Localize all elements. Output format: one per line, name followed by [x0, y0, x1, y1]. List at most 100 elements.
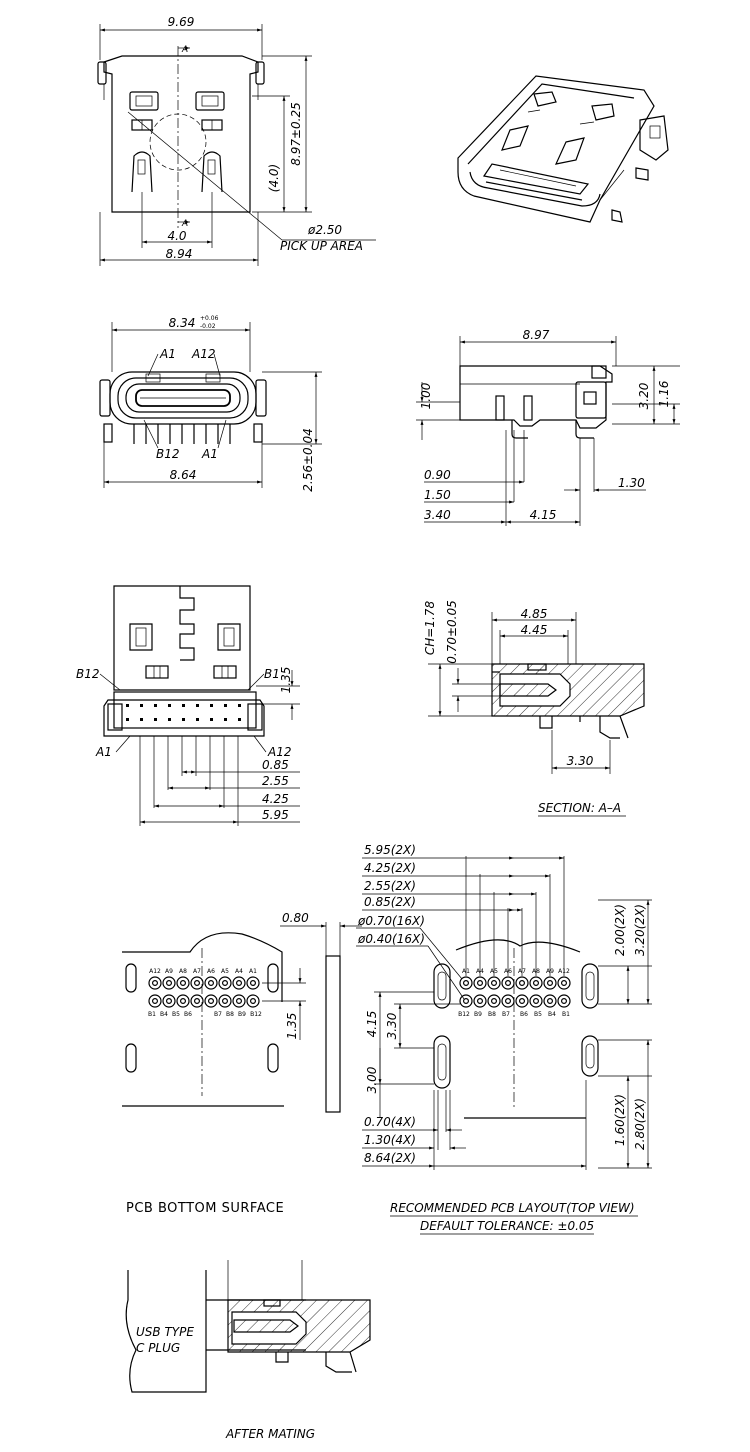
side-view: 8.97 1.00 3.20 1.16 0.90 1.50 3.40 — [416, 328, 680, 526]
pin-label: B5 — [172, 1011, 180, 1018]
layout-caption: RECOMMENDED PCB LAYOUT(TOP VIEW) — [390, 1201, 635, 1215]
pcb-bottom-bottom-row — [148, 994, 260, 1008]
front-pin-b12: B12 — [156, 447, 180, 461]
section-l2: 4.45 — [521, 623, 548, 637]
pin-label: B12 — [458, 1011, 470, 1018]
pcb-bottom-top-labels: A12 A9 A8 A7 A6 A5 A4 A1 — [149, 968, 257, 975]
pin-label: B7 — [214, 1011, 222, 1018]
pcb-layout-bottom-row — [459, 994, 571, 1008]
layout-b2: 1.30(4X) — [364, 1133, 416, 1147]
plug-label-1: USB TYPE — [136, 1325, 194, 1339]
top-view: 9.69 A A ø2.50 PICK UP AREA 8.97±0.25 — [97, 15, 376, 266]
layout-v3: 3.00 — [365, 1066, 379, 1093]
pin-label: B1 — [148, 1011, 156, 1018]
layout-d4: 0.85(2X) — [364, 895, 416, 909]
layout-r1: 2.00(2X) — [613, 904, 627, 956]
front-tol-plus: +0.06 — [200, 315, 219, 322]
pin-label: A5 — [221, 968, 229, 975]
pin-label: B1 — [562, 1011, 570, 1018]
front-tol-minus: -0.02 — [200, 323, 216, 330]
bottom-d3: 4.25 — [262, 792, 289, 806]
pcb-bottom-view: A12 A9 A8 A7 A6 A5 A4 A1 B1 B4 B5 B6 B7 … — [122, 911, 362, 1216]
pcb-thickness: 0.80 — [282, 911, 309, 925]
layout-v1: 4.15 — [365, 1011, 379, 1038]
pin-label: A12 — [149, 968, 161, 975]
length-dim: 8.97±0.25 — [289, 102, 303, 166]
bottom-pin-a12: A12 — [267, 745, 291, 759]
bottom-pin-a1: A1 — [95, 745, 112, 759]
pin-label: A8 — [179, 968, 187, 975]
front-width-dim: 8.34 — [169, 316, 196, 330]
pcb-layout-top-labels: A1 A4 A5 A6 A7 A8 A9 A12 — [462, 968, 570, 975]
layout-tolerance: DEFAULT TOLERANCE: ±0.05 — [420, 1219, 594, 1233]
side-d1: 0.90 — [424, 468, 451, 482]
section-mark-bottom: A — [181, 219, 188, 229]
bottom-h-dim: 1.35 — [279, 667, 293, 694]
bottom-d4: 5.95 — [262, 808, 289, 822]
pick-diameter: ø2.50 — [307, 223, 342, 237]
pin-label: A9 — [165, 968, 173, 975]
front-bottom-width: 8.64 — [170, 468, 197, 482]
mating-caption: AFTER MATING — [225, 1427, 315, 1441]
section-l1: 4.85 — [521, 607, 548, 621]
bottom-view: B12 B1 A1 A12 1.35 0.85 2.55 4.25 5.95 — [76, 585, 300, 826]
pin-label: B12 — [250, 1011, 262, 1018]
layout-r3: 1.60(2X) — [613, 1094, 627, 1146]
pcb-bottom-h: 1.35 — [285, 1013, 299, 1040]
pin-label: A4 — [235, 968, 243, 975]
bottom-width-dim: 8.94 — [166, 247, 193, 261]
section-view: 4.85 4.45 CH=1.78 0.70±0.05 3.30 SECTION… — [423, 600, 645, 817]
pin-label: B6 — [184, 1011, 192, 1018]
pcb-bottom-bottom-labels: B1 B4 B5 B6 B7 B8 B9 B12 — [148, 1011, 262, 1018]
pcb-layout-top-row — [459, 976, 571, 990]
layout-b1: 0.70(4X) — [364, 1115, 416, 1129]
pin-label: B6 — [520, 1011, 528, 1018]
pin-label: B9 — [474, 1011, 482, 1018]
inner-height-dim: (4.0) — [267, 164, 281, 192]
section-ch: CH=1.78 — [423, 601, 437, 656]
bottom-d2: 2.55 — [262, 774, 289, 788]
bottom-pin-row-top — [126, 704, 241, 707]
after-mating-view: USB TYPE C PLUG AFTER MATING — [125, 1260, 371, 1441]
front-view: 8.34 +0.06 -0.02 A1 A12 B12 A1 — [99, 315, 322, 492]
plug-label-2: C PLUG — [136, 1341, 180, 1355]
layout-r4: 2.80(2X) — [633, 1098, 647, 1150]
layout-d1: 5.95(2X) — [364, 843, 416, 857]
bottom-d1: 0.85 — [262, 758, 289, 772]
front-pins — [133, 424, 231, 444]
section-mark-top: A — [181, 45, 188, 55]
side-d3: 3.40 — [424, 508, 451, 522]
side-d2: 1.50 — [424, 488, 451, 502]
layout-hole2: ø0.40(16X) — [357, 932, 425, 946]
layout-r2: 3.20(2X) — [633, 904, 647, 956]
side-d4: 4.15 — [530, 508, 557, 522]
pcb-layout-bottom-labels: B12 B9 B8 B7 B6 B5 B4 B1 — [458, 1011, 570, 1018]
side-length-dim: 8.97 — [523, 328, 550, 342]
side-d5: 1.30 — [618, 476, 645, 490]
layout-v2: 3.30 — [385, 1012, 399, 1039]
bottom-pin-row-bottom — [126, 718, 241, 721]
pcb-bottom-top-row — [148, 976, 260, 990]
side-h-left: 1.00 — [419, 382, 433, 409]
isometric-view — [457, 75, 669, 223]
pin-label: B8 — [226, 1011, 234, 1018]
layout-d2: 4.25(2X) — [364, 861, 416, 875]
pin-label: B7 — [502, 1011, 510, 1018]
pin-label: B4 — [160, 1011, 168, 1018]
bottom-pin-b12: B12 — [76, 667, 100, 681]
pcb-layout-view: A1 A4 A5 A6 A7 A8 A9 A12 B12 B9 B8 B7 B6… — [356, 843, 652, 1235]
pick-up-label: PICK UP AREA — [280, 239, 363, 253]
pin-label: A6 — [207, 968, 215, 975]
pin-label: B9 — [238, 1011, 246, 1018]
pin-label: A1 — [249, 968, 257, 975]
front-pin-a1: A1 — [159, 347, 176, 361]
section-thickness: 0.70±0.05 — [445, 600, 459, 664]
pin-label: B8 — [488, 1011, 496, 1018]
section-caption: SECTION: A–A — [538, 801, 621, 815]
side-h-right1: 3.20 — [637, 382, 651, 409]
front-height-dim: 2.56±0.04 — [301, 428, 315, 492]
pcb-bottom-caption: PCB BOTTOM SURFACE — [126, 1201, 284, 1216]
bottom-pin-b1: B1 — [264, 667, 280, 681]
layout-d3: 2.55(2X) — [364, 879, 416, 893]
